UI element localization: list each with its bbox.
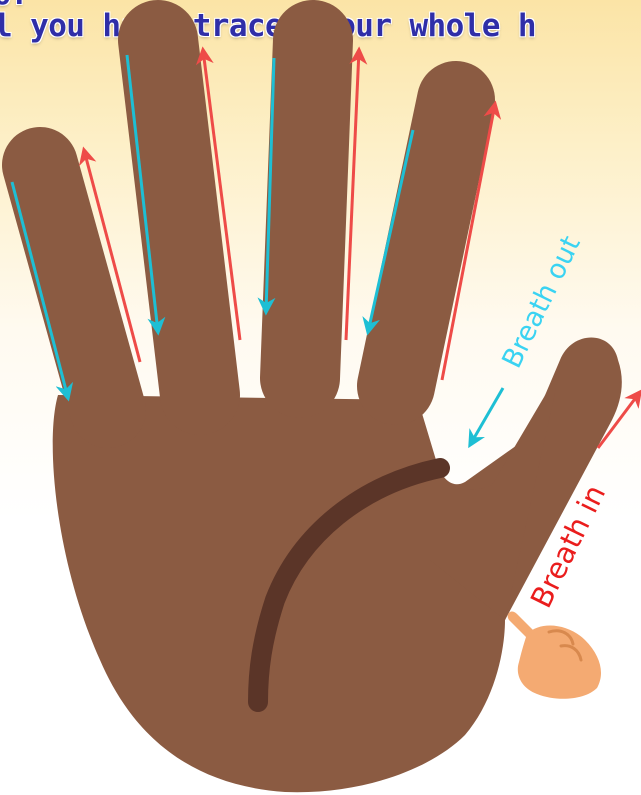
finger-ring (158, 40, 200, 395)
finger-middle (300, 40, 313, 378)
pointer-fist (518, 625, 601, 698)
breath-out-arrow-thumb (470, 388, 503, 445)
pointing-hand-icon (508, 612, 601, 699)
finger-index (396, 100, 456, 386)
